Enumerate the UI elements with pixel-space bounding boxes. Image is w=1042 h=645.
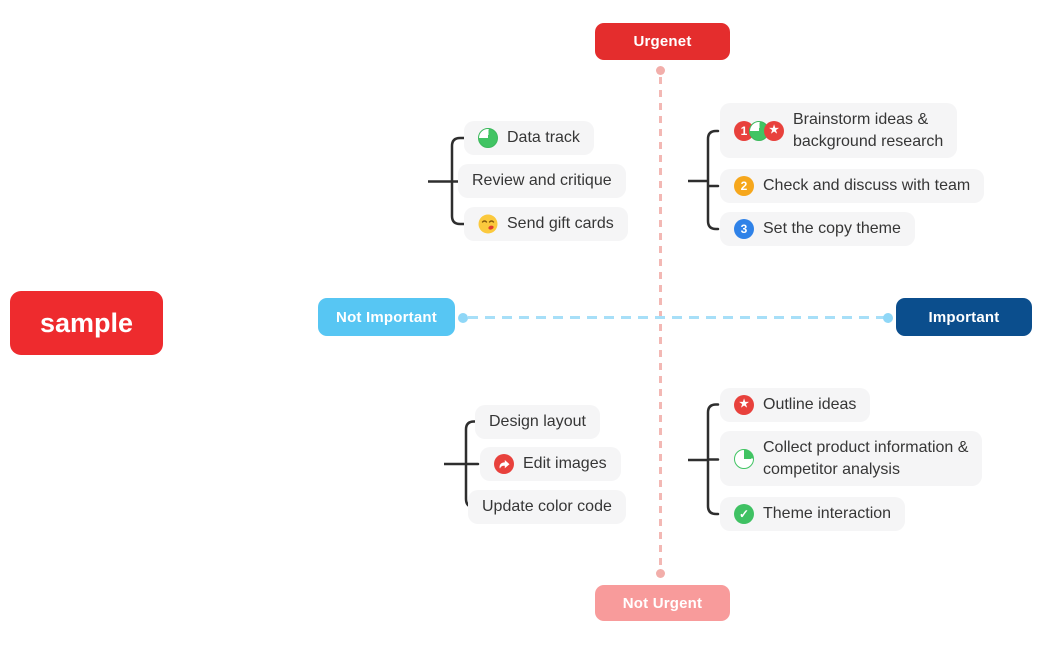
task-label: Theme interaction	[763, 505, 892, 523]
task-item-send-gift-cards[interactable]: Send gift cards	[464, 207, 628, 241]
task-label: Edit images	[523, 455, 607, 473]
pie-chart-icon	[478, 128, 498, 148]
axis-dot-right	[883, 313, 893, 323]
task-label: Set the copy theme	[763, 220, 901, 238]
task-item-set-copy-theme[interactable]: 3 Set the copy theme	[720, 212, 915, 246]
task-label: Review and critique	[472, 172, 612, 190]
task-label: Outline ideas	[763, 396, 857, 414]
task-item-collect-product-info[interactable]: Collect product information & competitor…	[720, 431, 983, 486]
kissing-face-icon	[478, 214, 498, 234]
sample-badge[interactable]: sample	[10, 291, 163, 355]
task-label: Send gift cards	[507, 215, 614, 233]
important-node[interactable]: Important	[896, 298, 1032, 336]
task-label: Brainstorm ideas & background research	[793, 111, 944, 150]
task-item-brainstorm[interactable]: 1 ★ Brainstorm ideas & background resear…	[720, 103, 958, 158]
badge-3-icon: 3	[734, 219, 754, 239]
importance-axis-line	[468, 316, 884, 319]
star-icon: ★	[734, 395, 754, 415]
task-label: Design layout	[489, 413, 586, 431]
icon-cluster: 1 ★	[734, 120, 784, 141]
task-label: Data track	[507, 129, 580, 147]
urgency-axis-line	[659, 77, 662, 569]
task-item-design-layout[interactable]: Design layout	[475, 405, 600, 439]
not-urgent-node[interactable]: Not Urgent	[595, 585, 730, 621]
badge-2-icon: 2	[734, 176, 754, 196]
task-item-check-discuss[interactable]: 2 Check and discuss with team	[720, 169, 985, 203]
urgent-node[interactable]: Urgenet	[595, 23, 730, 60]
task-item-theme-interaction[interactable]: ✓ Theme interaction	[720, 497, 906, 531]
task-label: Collect product information & competitor…	[763, 439, 969, 478]
task-label: Check and discuss with team	[763, 177, 971, 195]
task-label: Update color code	[482, 498, 612, 516]
pie-outline-icon	[734, 448, 754, 469]
task-item-outline-ideas[interactable]: ★ Outline ideas	[720, 388, 871, 422]
task-item-review-critique[interactable]: Review and critique	[458, 164, 626, 198]
badge-1-icon: 1	[734, 120, 754, 141]
task-item-edit-images[interactable]: Edit images	[480, 447, 621, 481]
star-icon: ★	[764, 120, 784, 141]
task-item-data-track[interactable]: Data track	[464, 121, 594, 155]
not-important-node[interactable]: Not Important	[318, 298, 455, 336]
task-item-update-color-code[interactable]: Update color code	[468, 490, 626, 524]
bracket-top-right	[688, 129, 720, 231]
axis-dot-bottom	[656, 569, 665, 578]
axis-dot-top	[656, 66, 665, 75]
share-arrow-icon	[494, 454, 514, 474]
axis-dot-left	[458, 313, 468, 323]
check-icon: ✓	[734, 504, 754, 524]
bracket-bottom-right	[688, 403, 720, 516]
